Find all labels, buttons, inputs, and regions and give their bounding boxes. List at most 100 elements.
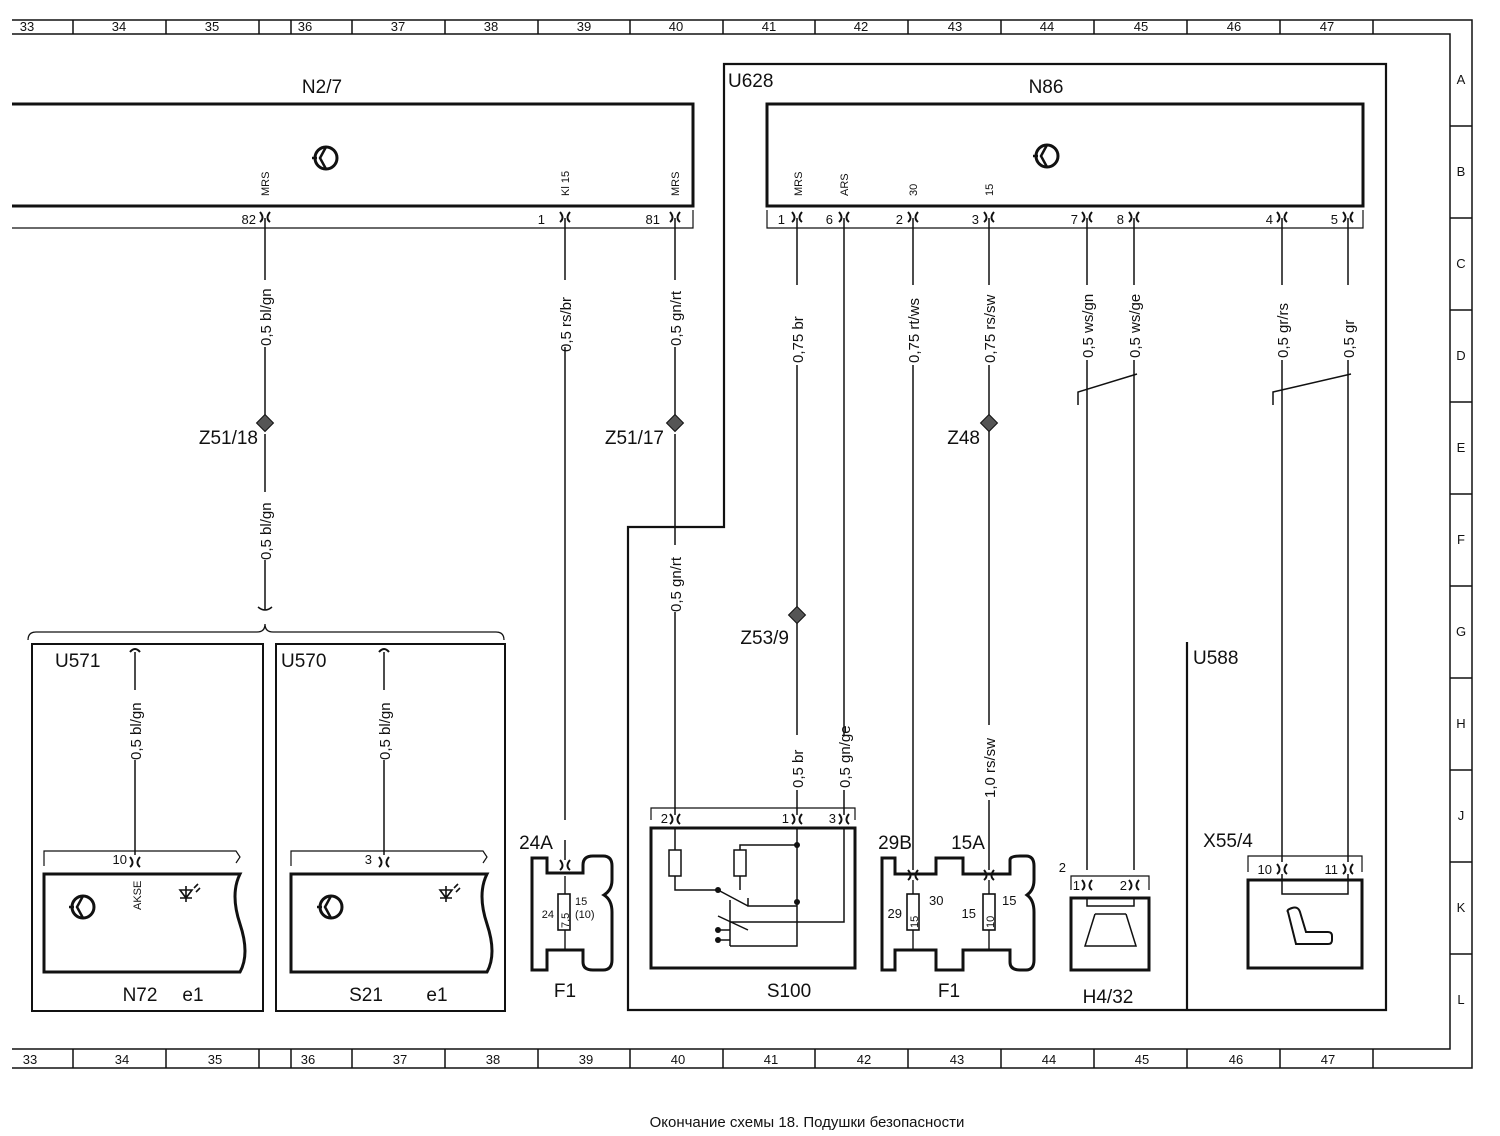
pin-number: 82	[242, 212, 256, 227]
column-label: 42	[857, 1052, 871, 1067]
fuse-element	[557, 893, 571, 931]
wire-label: 0,5 bl/gn	[377, 702, 394, 760]
row-label: K	[1457, 900, 1466, 915]
splice-z53-9-label: Z53/9	[740, 628, 789, 649]
fuse-pin: 15	[575, 896, 587, 908]
column-label: 36	[298, 19, 312, 34]
column-label: 33	[20, 19, 34, 34]
pin-signal-label: AKSE	[132, 881, 144, 910]
wire-label: 0,5 gn/rt	[668, 290, 685, 346]
wire-label: 0,75 rt/ws	[906, 298, 923, 363]
row-label: C	[1456, 256, 1465, 271]
wire-label: 0,5 bl/gn	[128, 702, 145, 760]
column-label: 39	[579, 1052, 593, 1067]
led-icon	[438, 883, 461, 902]
pin-number: 2	[1059, 860, 1066, 875]
s21-e1-label: e1	[426, 985, 447, 1006]
column-label: 34	[115, 1052, 129, 1067]
pin-number: 1	[778, 212, 785, 227]
row-label: E	[1457, 440, 1466, 455]
column-label: 38	[486, 1052, 500, 1067]
fuse-pin: 29	[888, 906, 902, 921]
fuse-rating: 15	[909, 916, 921, 928]
s21-label: S21	[349, 985, 383, 1006]
wire-label: 0,5 gn/ge	[837, 725, 854, 788]
wire-label: 0,75 br	[790, 316, 807, 363]
row-label: H	[1456, 716, 1465, 731]
column-label: 46	[1229, 1052, 1243, 1067]
control-unit-icon	[312, 145, 339, 171]
control-unit-icon	[69, 894, 96, 920]
pin-number: 6	[826, 212, 833, 227]
column-label: 41	[764, 1052, 778, 1067]
wire-label: 0,5 gn/rt	[668, 556, 685, 612]
wire-label: 0,75 rs/sw	[982, 294, 999, 363]
pin-number: 4	[1266, 212, 1273, 227]
fuse-slot-label: 24A	[519, 833, 553, 854]
column-labels-bottom: 33 34 35 36 37 38 39 40 41 42 43 44 45 4…	[23, 1052, 1335, 1067]
pin-signal-label: MRS	[793, 172, 805, 196]
column-label: 37	[391, 19, 405, 34]
s100-label: S100	[767, 981, 811, 1002]
column-label: 40	[669, 19, 683, 34]
row-label: F	[1457, 532, 1465, 547]
pin-number: 10	[113, 852, 127, 867]
column-label: 42	[854, 19, 868, 34]
column-label: 44	[1040, 19, 1054, 34]
n72-label: N72	[123, 985, 158, 1006]
pin-number: 2	[896, 212, 903, 227]
pin-number: 1	[1073, 878, 1080, 893]
row-label: D	[1456, 348, 1465, 363]
fuse-slot-label: 29B	[878, 833, 912, 854]
u628-boundary	[626, 62, 1388, 1012]
control-unit-icon	[1033, 143, 1060, 169]
fuse-pin: 24	[542, 909, 554, 921]
led-icon	[178, 883, 201, 902]
wire-label: 0,5 bl/gn	[258, 502, 275, 560]
wire-label: 0,5 br	[790, 750, 807, 788]
u628-label: U628	[728, 71, 773, 92]
speaker-h4-32: 2 1 2 H4/32	[1059, 860, 1151, 1008]
wire-label: 0,5 gr	[1341, 320, 1358, 358]
column-label: 40	[671, 1052, 685, 1067]
module-n2-7: N2/7 MRS Kl 15 MRS 82 1 81	[12, 77, 695, 229]
pin-number: 10	[1258, 862, 1272, 877]
column-label: 37	[393, 1052, 407, 1067]
fuse-block-f1-right: 29B 15A 29 30 15 15 15 10 F1	[878, 833, 1036, 1002]
fuse-slot-label: 15A	[951, 833, 985, 854]
column-label: 41	[762, 19, 776, 34]
fuse-rating: 7,5	[560, 913, 572, 928]
module-n86: N86 MRS ARS 30 15 1 6 2 3 7 8 4 5	[765, 77, 1365, 229]
pin-signal-label: 15	[984, 184, 996, 196]
u571-label: U571	[55, 651, 100, 672]
wire-label: 0,5 ws/gn	[1080, 294, 1097, 358]
pin-signal-label: Kl 15	[560, 171, 572, 196]
n86-label: N86	[1029, 77, 1064, 98]
unit-u571: U571 0,5 bl/gn 10 AKSE N72 e1	[31, 643, 264, 1012]
column-label: 35	[208, 1052, 222, 1067]
row-label: J	[1458, 808, 1465, 823]
unit-u570: U570 0,5 bl/gn 3 S21 e1	[275, 643, 506, 1012]
column-label: 44	[1042, 1052, 1056, 1067]
fuse-pin: 15	[962, 906, 976, 921]
pin-number: 8	[1117, 212, 1124, 227]
column-label: 39	[577, 19, 591, 34]
pin-signal-label: 30	[908, 184, 920, 196]
row-label: A	[1457, 72, 1466, 87]
figure-caption: Окончание схемы 18. Подушки безопасности	[650, 1114, 965, 1131]
n2-7-label: N2/7	[302, 77, 342, 98]
u570-label: U570	[281, 651, 326, 672]
f1-right-label: F1	[938, 981, 960, 1002]
u588-label: U588	[1193, 648, 1238, 669]
column-label: 43	[950, 1052, 964, 1067]
f1-left-label: F1	[554, 981, 576, 1002]
column-label: 33	[23, 1052, 37, 1067]
wire-label: 0,5 rs/br	[558, 297, 575, 352]
n72-e1-label: e1	[182, 985, 203, 1006]
fuse-rating: (10)	[575, 909, 595, 921]
pin-number: 7	[1071, 212, 1078, 227]
column-label: 46	[1227, 19, 1241, 34]
row-labels: A B C D E F G H J K L	[1456, 72, 1466, 1007]
pin-number: 1	[782, 811, 789, 826]
